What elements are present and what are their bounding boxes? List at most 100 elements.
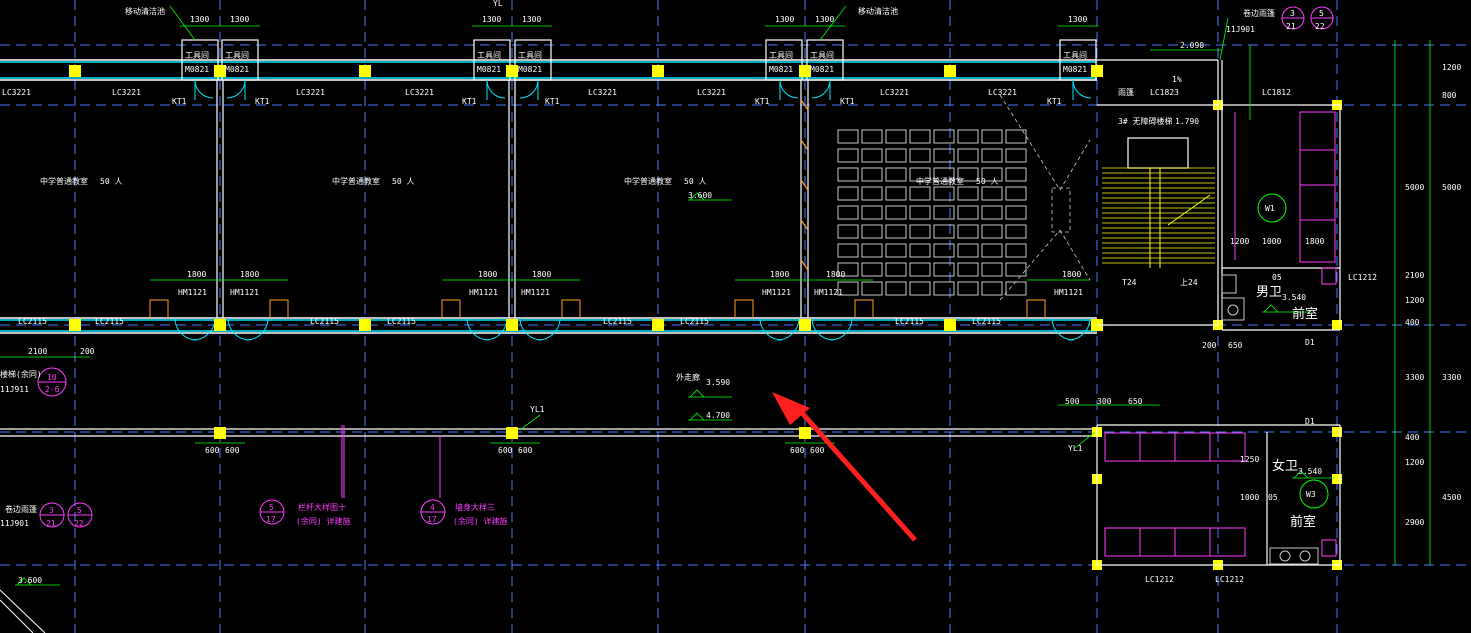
- dim-1800-2: 1800: [240, 270, 259, 279]
- desk: [1005, 186, 1027, 201]
- ref-top-code: 11J901: [1226, 25, 1255, 34]
- callout-4-t1: 墙身大样三: [455, 502, 495, 512]
- door-m0821-1: M0821: [185, 65, 209, 74]
- text-layer: 1300 1300 1300 1300 1300 1300 1300 移动清洁池…: [0, 0, 1461, 585]
- desk: [981, 186, 1003, 201]
- column: [506, 427, 518, 439]
- male-toilet-dim-200: 200: [1202, 341, 1217, 350]
- callout-bl-code: 11J901: [0, 519, 29, 528]
- desk: [885, 281, 907, 296]
- desk: [933, 224, 955, 239]
- corridor-dim600-2: 600: [225, 446, 240, 455]
- column: [944, 65, 956, 77]
- desk: [1005, 262, 1027, 277]
- window-top-5: LC3221: [588, 88, 617, 97]
- corridor-dim2100: 2100: [28, 347, 47, 356]
- male-toilet-walls: [1222, 104, 1341, 331]
- tool-room-6: 工具间: [810, 51, 834, 60]
- window-bottom-7: LC2115: [895, 317, 924, 326]
- corridor-label: 外走廊: [676, 372, 700, 382]
- top-dim-3b: 1300: [815, 15, 834, 24]
- top-note-2: 移动清洁池: [858, 6, 898, 16]
- stair-window: LC1823: [1150, 88, 1179, 97]
- female-toilet-dim-1250: 1250: [1240, 455, 1259, 464]
- desk: [933, 167, 955, 182]
- window-bottom-4: LC2115: [387, 317, 416, 326]
- female-toilet-d: D1: [1305, 417, 1315, 426]
- dim-1800-4: 1800: [532, 270, 551, 279]
- classroom-1-count: 50 人: [100, 177, 122, 186]
- callout-bl-title: 卷边雨篷: [5, 504, 37, 514]
- dim-1800-7: 1800: [1062, 270, 1081, 279]
- callout-4-a: 4: [430, 503, 435, 512]
- desk: [981, 224, 1003, 239]
- female-toilet-name: 女卫: [1272, 458, 1298, 474]
- ref-top-title: 卷边雨篷: [1243, 8, 1275, 18]
- window-lc1812: LC1812: [1262, 88, 1291, 97]
- callout-5-t1: 栏杆大样图十: [298, 502, 346, 512]
- column: [359, 65, 371, 77]
- stair-t24a: T24: [1122, 278, 1137, 287]
- corridor-dim200: 200: [80, 347, 95, 356]
- desk: [909, 148, 931, 163]
- male-toilet-sinks: [1221, 274, 1245, 321]
- callout-5-b: 17: [266, 515, 276, 524]
- desk: [957, 262, 979, 277]
- male-toilet-d: D1: [1305, 338, 1315, 347]
- kt-4: KT1: [545, 97, 560, 106]
- male-toilet-dim-1000: 1000: [1262, 237, 1281, 246]
- desk: [885, 262, 907, 277]
- desk: [861, 224, 883, 239]
- corridor-dim600-6: 600: [810, 446, 825, 455]
- window-top-4: LC3221: [405, 88, 434, 97]
- ref-top-a: 3: [1290, 9, 1295, 18]
- corridor-elev1: 3.590: [706, 378, 730, 387]
- yl-top: YL: [493, 0, 503, 8]
- dim-1800-5: 1800: [770, 270, 789, 279]
- desk: [909, 129, 931, 144]
- corridor-dim600-1: 600: [205, 446, 220, 455]
- window-top-7: LC3221: [880, 88, 909, 97]
- top-dim-2a: 1300: [482, 15, 501, 24]
- right-dim-7: 400: [1405, 318, 1420, 327]
- dim-1800-3: 1800: [478, 270, 497, 279]
- right-dim-12: 2900: [1405, 518, 1424, 527]
- female-toilet-sinks: [1269, 547, 1319, 565]
- corridor-yl1-right: YL1: [1068, 444, 1083, 453]
- callout-bl-d: 22: [74, 519, 84, 528]
- right-dim-3: 5000: [1442, 183, 1461, 192]
- column: [506, 319, 518, 331]
- desk: [957, 129, 979, 144]
- door-m0821-7: M0821: [1063, 65, 1087, 74]
- column: [1332, 320, 1342, 330]
- corridor-rail: [0, 428, 1097, 437]
- callout-5-a: 5: [269, 503, 274, 512]
- desk: [885, 129, 907, 144]
- south-wall: [0, 317, 1097, 334]
- column: [799, 65, 811, 77]
- window-top-3: LC3221: [296, 88, 325, 97]
- column: [506, 65, 518, 77]
- callout-bl-c: 21: [46, 519, 56, 528]
- bottom-left-diagonals: [0, 589, 46, 633]
- door-pockets: [149, 299, 1046, 318]
- desk: [909, 262, 931, 277]
- desk: [837, 148, 859, 163]
- classroom-desks: [837, 129, 1027, 296]
- female-toilet-dim-05: 05: [1268, 493, 1278, 502]
- callout-left-a: 10: [47, 373, 57, 382]
- desk: [837, 243, 859, 258]
- elevation-markers: [15, 192, 1335, 586]
- kt-1: KT1: [172, 97, 187, 106]
- dim-1800-6: 1800: [826, 270, 845, 279]
- desk: [1005, 224, 1027, 239]
- desk: [957, 205, 979, 220]
- desk: [933, 243, 955, 258]
- classroom-2: 中学普通教室: [332, 176, 380, 186]
- callout-4-t2: (余同) 详建施: [453, 516, 507, 526]
- column: [359, 319, 371, 331]
- desk: [861, 167, 883, 182]
- desk: [981, 167, 1003, 182]
- stair-name: 3# 无障碍楼梯: [1118, 116, 1172, 126]
